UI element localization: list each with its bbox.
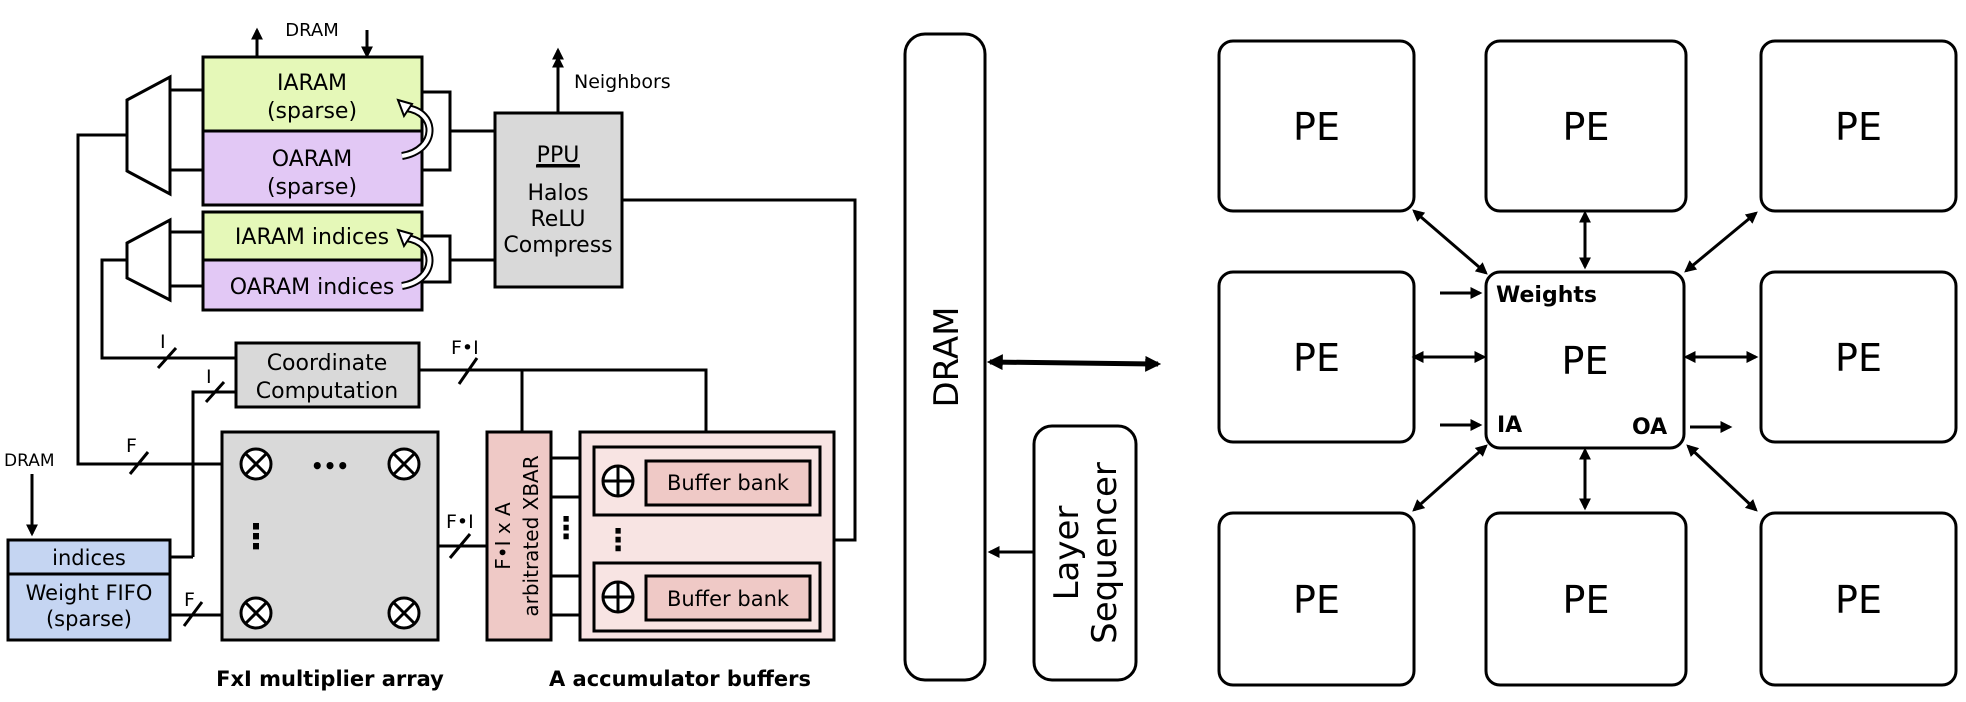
swap-arrow-icon xyxy=(396,228,434,290)
mult-vellipsis: ⋮ xyxy=(239,517,273,557)
system-io: DRAM Layer Sequencer xyxy=(903,32,1162,682)
iaram-label: IARAM xyxy=(277,71,347,96)
indices-box xyxy=(6,538,172,576)
mux-icon xyxy=(125,74,172,197)
pe-array: PE PE PE PE PE PE PE PE PE xyxy=(1217,39,1958,687)
layer-sequencer-label-2: Sequencer xyxy=(1085,462,1125,644)
ppu-box xyxy=(493,111,624,289)
xbar-label-2: arbitrated XBAR xyxy=(519,455,543,616)
pe-box xyxy=(1484,511,1688,687)
pe-microarchitecture: DRAM IARAM (sparse) OARAM (sparse) IARAM… xyxy=(4,20,857,691)
ia-label: IA xyxy=(1497,413,1522,438)
dram-block xyxy=(903,32,987,682)
buffer-bank-label: Buffer bank xyxy=(667,587,790,611)
mult-hellipsis: ••• xyxy=(311,454,349,478)
pe-box xyxy=(1759,511,1958,687)
iaram-indices-label: IARAM indices xyxy=(235,225,389,250)
pe-label: PE xyxy=(1563,578,1610,622)
weights-label: Weights xyxy=(1496,283,1597,308)
pe-label: PE xyxy=(1835,336,1882,380)
pe-label: PE xyxy=(1293,336,1340,380)
neighbors-label: Neighbors xyxy=(574,71,671,93)
accumulator-caption: A accumulator buffers xyxy=(549,667,811,691)
bus-label-fi1: F•I xyxy=(451,337,479,359)
bus-label-i2: I xyxy=(206,366,212,388)
ppu-compress: Compress xyxy=(503,233,612,258)
dram-top-label: DRAM xyxy=(285,20,338,41)
pe-box xyxy=(1217,39,1416,213)
oaram-sparse-label: (sparse) xyxy=(267,175,357,200)
ppu-halos: Halos xyxy=(527,181,588,206)
multiplier-icon xyxy=(387,447,421,481)
multiplier-icon xyxy=(387,596,421,630)
mux-icon xyxy=(125,217,172,303)
multiplier-array-caption: FxI multiplier array xyxy=(216,667,444,691)
iaram-indices-box xyxy=(201,210,424,262)
bus-label-f2: F xyxy=(184,589,195,611)
layer-sequencer-label-1: Layer xyxy=(1047,506,1087,601)
pe-box xyxy=(1759,39,1958,213)
pe-label: PE xyxy=(1293,578,1340,622)
coord-label-2: Computation xyxy=(256,379,398,404)
pe-label: PE xyxy=(1835,578,1882,622)
pe-box xyxy=(1759,270,1958,444)
buffer-bank-box xyxy=(644,459,812,507)
bus-label-f1: F xyxy=(126,435,137,457)
oaram-indices-label: OARAM indices xyxy=(230,275,395,300)
weight-fifo-box xyxy=(6,572,172,642)
indices-label: indices xyxy=(52,546,126,570)
multiplier-icon xyxy=(239,447,273,481)
dram-top-io: DRAM xyxy=(251,20,373,59)
ppu-relu: ReLU xyxy=(530,207,585,232)
pe-interconnect xyxy=(1411,209,1759,512)
xbar-vellipsis: ⋮ xyxy=(551,511,581,546)
dram-left-label: DRAM xyxy=(4,451,55,471)
bus-label-fi2: F•I xyxy=(446,511,474,533)
buffer-bank-box xyxy=(644,574,812,622)
bus-label-i1: I xyxy=(160,331,166,353)
dram-block-label: DRAM xyxy=(927,306,967,407)
pe-label: PE xyxy=(1835,105,1882,149)
acc-vellipsis: ⋮ xyxy=(603,523,633,558)
adder-icon xyxy=(601,580,635,614)
pe-box xyxy=(1217,511,1416,687)
weight-fifo-label: Weight FIFO xyxy=(26,581,153,605)
iaram-box xyxy=(201,55,424,133)
multiplier-icon xyxy=(239,596,273,630)
oaram-label: OARAM xyxy=(272,147,352,172)
buffer-bank-label: Buffer bank xyxy=(667,471,790,495)
coordinate-computation-box xyxy=(234,341,421,409)
xbar-label-1: F•I x A xyxy=(491,502,515,570)
oaram-box xyxy=(201,129,424,207)
ppu-title: PPU xyxy=(537,143,580,168)
oa-label: OA xyxy=(1632,415,1667,440)
pe-label: PE xyxy=(1293,105,1340,149)
pe-label: PE xyxy=(1563,105,1610,149)
weight-fifo-sparse-label: (sparse) xyxy=(46,607,132,631)
coord-label-1: Coordinate xyxy=(267,351,388,376)
iaram-sparse-label: (sparse) xyxy=(267,99,357,124)
xbar-box xyxy=(485,430,553,642)
swap-arrow-icon xyxy=(396,98,434,160)
adder-icon xyxy=(601,464,635,498)
pe-label: PE xyxy=(1562,339,1609,383)
